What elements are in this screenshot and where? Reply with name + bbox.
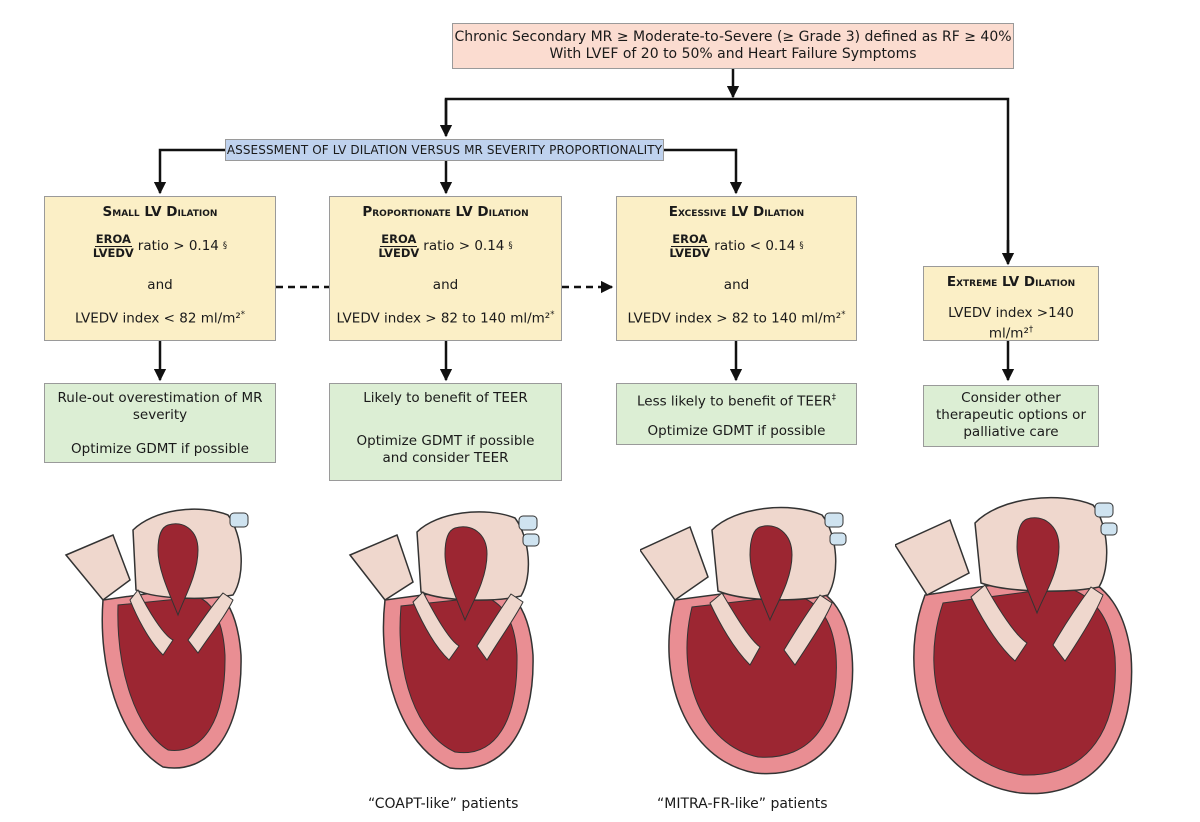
ratio-text: ratio > 0.14 [423,238,505,254]
mitra-fr-like-caption: “MITRA-FR-like” patients [657,796,828,812]
extreme-dilation-recommendation: Consider other therapeutic options or pa… [923,385,1099,447]
recommendation-line: and consider TEER [382,450,509,466]
recommendation-line: severity [132,407,188,423]
ratio-text: ratio > 0.14 [137,238,219,254]
eroa-lvedv-fraction: EROA LVEDV [378,233,419,260]
fraction-numerator: EROA [671,232,709,247]
ratio-footnote-mark: § [222,241,228,251]
small-dilation-recommendation: Rule-out overestimation of MR severity O… [44,383,276,463]
eroa-lvedv-fraction: EROA LVEDV [669,233,710,260]
recommendation-line: palliative care [963,424,1059,440]
recommendation-line: Optimize GDMT if possible [356,433,535,449]
index-text: LVEDV index >140 ml/m² [948,305,1074,342]
extreme-dilation-heart-illustration [895,496,1133,795]
lvedv-index-criterion: LVEDV index >140 ml/m²† [924,305,1098,343]
fraction-denominator: LVEDV [378,246,420,260]
index-text: LVEDV index < 82 ml/m² [74,310,241,327]
excessive-dilation-recommendation: Less likely to benefit of TEER‡ Optimize… [616,383,857,445]
excessive-dilation-heart-illustration [640,506,854,775]
ratio-row: EROA LVEDV ratio > 0.14§ [330,233,561,260]
index-footnote-mark: * [841,310,846,320]
index-footnote-mark: * [550,310,555,320]
category-title: Proportionate LV Dilation [362,204,529,220]
inclusion-line-1: Chronic Secondary MR ≥ Moderate-to-Sever… [454,29,1012,45]
lvedv-index-criterion: LVEDV index > 82 to 140 ml/m²* [330,307,561,328]
index-footnote-mark: * [240,310,246,320]
recommendation-line: Likely to benefit of TEER [363,390,528,406]
proportionate-lv-dilation-box: Proportionate LV Dilation EROA LVEDV rat… [329,196,562,341]
recommendation-line: Rule-out overestimation of MR [57,390,263,406]
and-label: and [432,277,459,293]
ratio-row: EROA LVEDV ratio < 0.14§ [617,233,856,260]
lvedv-index-criterion: LVEDV index < 82 ml/m²* [45,307,275,328]
category-title: Extreme LV Dilation [946,274,1076,290]
recommendation-line: Consider other [961,390,1061,406]
excessive-lv-dilation-box: Excessive LV Dilation EROA LVEDV ratio <… [616,196,857,341]
extreme-lv-dilation-box: Extreme LV Dilation LVEDV index >140 ml/… [923,266,1099,343]
eroa-lvedv-fraction: EROA LVEDV [93,233,134,260]
fraction-numerator: EROA [380,232,418,247]
inclusion-criteria-box: Chronic Secondary MR ≥ Moderate-to-Sever… [452,23,1014,69]
and-label: and [723,277,750,293]
recommendation-footnote-mark: ‡ [831,393,837,403]
inclusion-line-2: With LVEF of 20 to 50% and Heart Failure… [549,46,917,62]
index-text: LVEDV index > 82 to 140 ml/m² [627,310,842,327]
proportionate-dilation-recommendation: Likely to benefit of TEER Optimize GDMT … [329,383,562,481]
assessment-banner: ASSESSMENT OF LV DILATION VERSUS MR SEVE… [225,139,664,161]
small-lv-dilation-box: Small LV Dilation EROA LVEDV ratio > 0.1… [44,196,276,341]
connector-assess-left [153,148,225,195]
fraction-denominator: LVEDV [92,246,134,260]
category-title: Excessive LV Dilation [668,204,805,220]
recommendation-line: therapeutic options or [936,407,1086,423]
recommendation-line: Less likely to benefit of TEER‡ [617,390,856,411]
connector-assess-right [664,148,743,195]
fraction-numerator: EROA [94,232,132,247]
fraction-denominator: LVEDV [669,246,711,260]
index-text: LVEDV index > 82 to 140 ml/m² [336,310,551,327]
category-title: Small LV Dilation [102,204,218,220]
recommendation-line: Optimize GDMT if possible [647,422,826,439]
ratio-row: EROA LVEDV ratio > 0.14§ [45,233,275,260]
ratio-footnote-mark: § [799,241,804,251]
proportionate-dilation-heart-illustration [348,511,540,770]
recommendation-line: Optimize GDMT if possible [71,441,249,457]
recommendation-text: Less likely to benefit of TEER [636,393,832,410]
index-footnote-mark: † [1028,325,1034,335]
ratio-text: ratio < 0.14 [714,238,796,254]
and-label: and [147,277,173,293]
lvedv-index-criterion: LVEDV index > 82 to 140 ml/m²* [617,307,856,328]
coapt-like-caption: “COAPT-like” patients [368,796,519,812]
ratio-footnote-mark: § [508,241,513,251]
small-dilation-heart-illustration [64,508,249,769]
